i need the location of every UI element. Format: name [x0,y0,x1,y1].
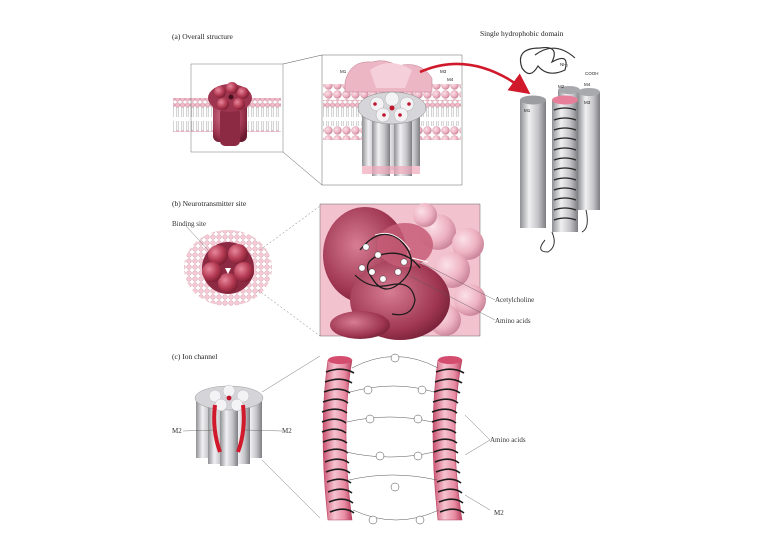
label-m1-a: M1 [340,69,347,74]
receptor-large [322,55,462,185]
label-m3-b: M3 [584,100,591,105]
label-m1-b: M1 [524,108,531,113]
single-subunit-helices [520,48,600,252]
label-cooh: COOH [585,71,599,76]
binding-site-small [184,230,272,306]
label-m4-a: M4 [447,77,454,82]
ion-channel-large [322,354,464,524]
binding-site-large [320,203,486,340]
label-m2-top: M2 [558,84,565,89]
ion-channel-small [195,385,263,466]
label-m3-a: M3 [440,69,447,74]
receptor-small [208,82,252,146]
label-m4-b: M4 [584,82,591,87]
label-nh2: NH₂ [560,62,568,67]
